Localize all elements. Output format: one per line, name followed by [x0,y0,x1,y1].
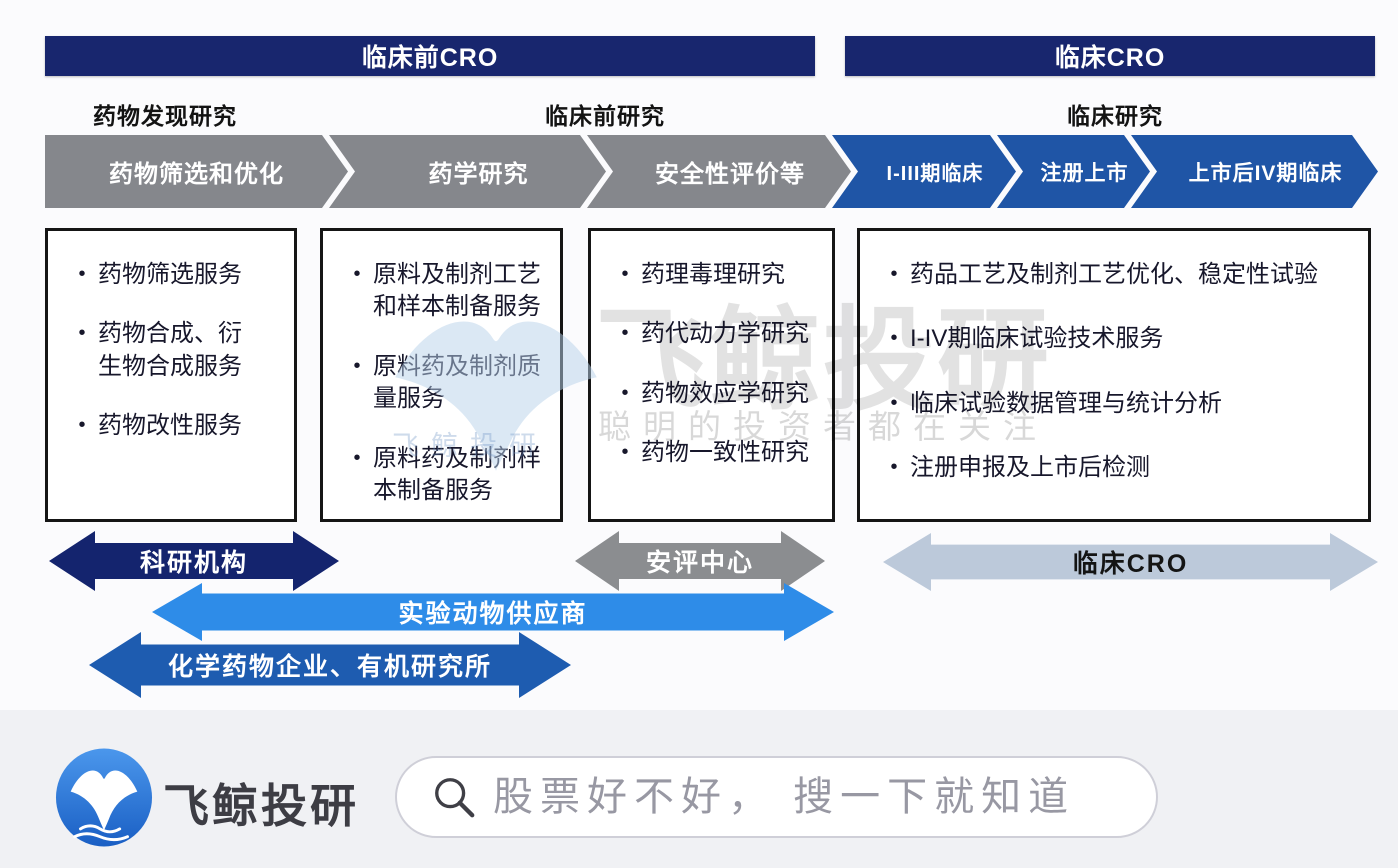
stage-label-preclinical: 临床前研究 [545,103,665,129]
chevron-safety-evaluation: 安全性评价等 [587,135,851,208]
bullet-icon: • [890,456,898,479]
list-item: •原料药及制剂质 量服务 [341,351,550,416]
bullet-icon: • [78,322,86,345]
preclinical-cro-header: 临床前CRO [45,36,815,76]
stage-label-discovery: 药物发现研究 [93,103,237,129]
bullet-icon: • [890,263,898,285]
arrow-safety-eval-centers: 安评中心 [575,531,825,591]
search-icon [435,778,475,818]
chevron-phase-1-3: I-III期临床 [832,135,1016,208]
list-item: •药代动力学研究 [609,318,822,350]
bullet-icon: • [890,391,898,414]
bullet-icon: • [621,441,629,464]
arrow-lab-animal-suppliers: 实验动物供应商 [152,583,834,641]
arrow-research-institutes: 科研机构 [49,531,339,591]
list-item: •药理毒理研究 [609,259,822,291]
list-item: •药品工艺及制剂工艺优化、稳定性试验 [878,259,1358,291]
list-item: •药物筛选服务 [66,259,284,291]
chevron-drug-screening: 药物筛选和优化 [45,135,348,208]
list-item: •药物改性服务 [66,410,284,442]
list-item: •原料及制剂工艺 和样本制备服务 [341,259,550,324]
list-item: •药物合成、衍 生物合成服务 [66,318,284,383]
bullet-icon: • [78,414,86,437]
list-item: •药物一致性研究 [609,437,822,469]
search-input[interactable] [477,774,1156,820]
bullet-icon: • [621,381,629,404]
footer-bar: 飞鲸投研 [0,710,1398,868]
bullet-icon: • [78,263,86,285]
bullet-icon: • [621,263,629,285]
whale-logo-icon [55,748,153,847]
clinical-cro-header: 临床CRO [845,36,1375,76]
list-item: •临床试验数据管理与统计分析 [878,388,1358,420]
arrow-clinical-cro: 临床CRO [883,533,1378,591]
stage-label-clinical: 临床研究 [1067,103,1163,129]
footer-brand-name: 飞鲸投研 [163,780,359,832]
list-item: •注册申报及上市后检测 [878,452,1358,484]
bullet-icon: • [353,446,361,469]
box-api-formulation-services: •原料及制剂工艺 和样本制备服务 •原料药及制剂质 量服务 •原料药及制剂样 本… [320,228,563,522]
bullet-icon: • [890,327,898,350]
arrow-chemical-companies: 化学药物企业、有机研究所 [89,632,571,698]
list-item: •I-IV期临床试验技术服务 [878,323,1358,355]
chevron-pharmacy-research: 药学研究 [329,135,606,208]
box-drug-discovery-services: •药物筛选服务 •药物合成、衍 生物合成服务 •药物改性服务 [45,228,297,522]
chevron-registration: 注册上市 [997,135,1150,208]
bullet-icon: • [353,263,361,285]
box-pharmacology-services: •药理毒理研究 •药代动力学研究 •药物效应学研究 •药物一致性研究 [588,228,835,522]
box-clinical-services: •药品工艺及制剂工艺优化、稳定性试验 •I-IV期临床试验技术服务 •临床试验数… [857,228,1371,522]
bullet-icon: • [353,354,361,377]
list-item: •药物效应学研究 [609,378,822,410]
chevron-phase-4: 上市后IV期临床 [1131,135,1378,208]
bullet-icon: • [621,322,629,345]
search-box[interactable] [395,756,1158,838]
list-item: •原料药及制剂样 本制备服务 [341,443,550,508]
